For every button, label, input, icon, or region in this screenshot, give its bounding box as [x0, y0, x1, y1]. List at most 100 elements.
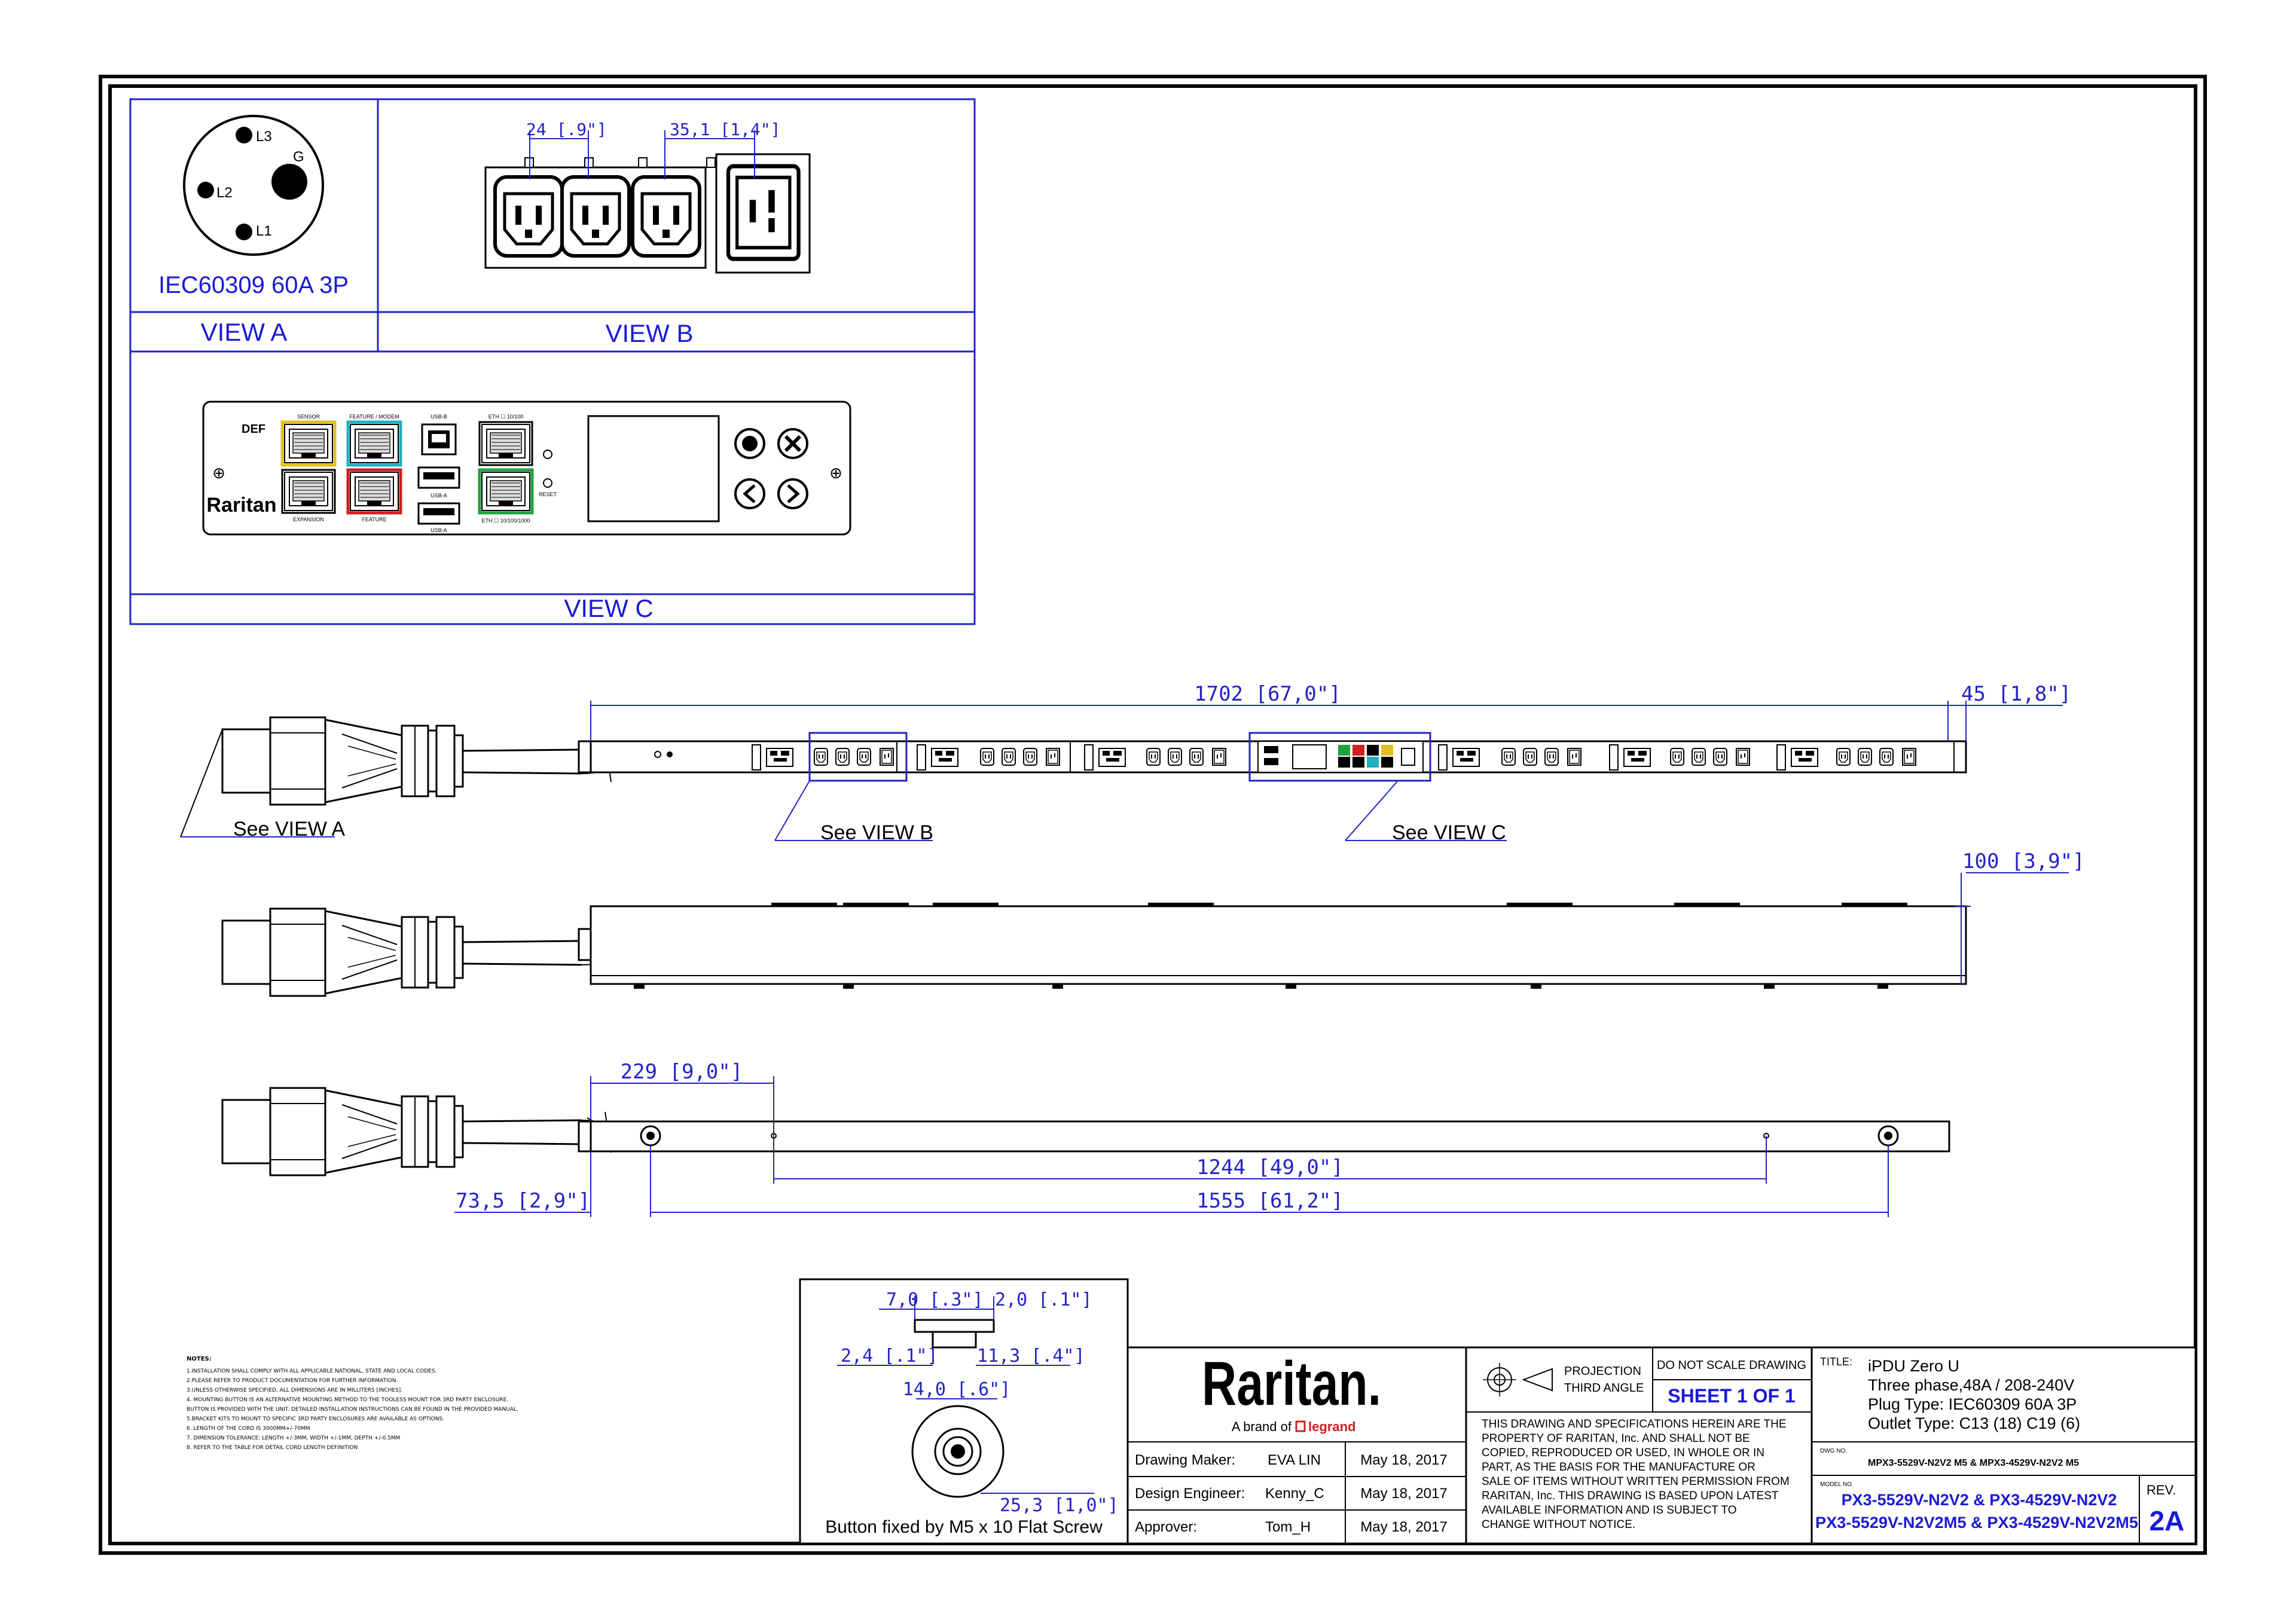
plug-face: [183, 115, 324, 256]
disclaimer-line: SALE OF ITEMS WITHOUT WRITTEN PERMISSION…: [1482, 1475, 1790, 1488]
usb-a-label-2: USB-A: [430, 527, 447, 533]
notes-heading: NOTES:: [187, 1356, 212, 1362]
status-tag: DEF: [242, 423, 265, 436]
dim-slot-pitch: 1244 [49,0"]: [1196, 1156, 1344, 1179]
dim-button-offset: 229 [9,0"]: [621, 1060, 743, 1084]
note-line: 3.UNLESS OTHERWISE SPECIFIED, ALL DIMENS…: [187, 1387, 402, 1393]
dim-button-pitch: 1555 [61,2"]: [1196, 1189, 1344, 1213]
disclaimer-line: AVAILABLE INFORMATION AND IS SUBJECT TO: [1482, 1504, 1737, 1517]
note-line: 5.BRACKET KITS TO MOUNT TO SPECIFIC 3RD …: [187, 1416, 444, 1422]
pin-label-l3: L3: [256, 129, 272, 145]
model-number-1: PX3-5529V-N2V2 & PX3-4529V-N2V2: [1842, 1491, 2117, 1509]
brand-name: legrand: [1308, 1419, 1355, 1434]
dim-end-offset: 73,5 [2,9"]: [456, 1189, 590, 1213]
design-engineer: Kenny_C: [1265, 1486, 1324, 1502]
usb-a-label: USB-A: [430, 493, 447, 499]
projection-line-2: THIRD ANGLE: [1564, 1381, 1644, 1395]
dim-button-side-a: 2,4 [.1"]: [841, 1346, 938, 1367]
see-view-c-callout: See VIEW C: [1392, 821, 1506, 844]
note-line: BUTTON IS PROVIDED WITH THE UNIT. DETAIL…: [187, 1407, 518, 1413]
do-not-scale: DO NOT SCALE DRAWING: [1657, 1359, 1806, 1372]
close-icon: [784, 435, 802, 453]
title-block: Raritan. A brand of legrand Drawing Make…: [1126, 1346, 2197, 1545]
reset-button: [543, 478, 552, 488]
note-line: 7. DIMENSION TOLERANCE: LENGTH +/-3MM, W…: [187, 1435, 400, 1441]
date-designed: May 18, 2017: [1360, 1486, 1447, 1502]
rev-value: 2A: [2150, 1505, 2185, 1536]
button-detail: 7,0 [.3"] 2,0 [.1"] 2,4 [.1"] 11,3 [.4"]…: [799, 1278, 1129, 1545]
plug-type-label: IEC60309 60A 3P: [158, 272, 349, 298]
dim-outlet-pitch: 24 [.9"]: [526, 120, 607, 139]
title-line: Three phase,48A / 208-240V: [1868, 1376, 2074, 1394]
title-label: TITLE:: [1820, 1356, 1852, 1368]
design-engineer-label: Design Engineer:: [1135, 1486, 1245, 1502]
dim-button-top-b: 2,0 [.1"]: [995, 1289, 1092, 1310]
disclaimer-line: COPIED, REPRODUCED OR USED, IN WHOLE OR …: [1482, 1447, 1764, 1459]
approver-label: Approver:: [1135, 1519, 1197, 1535]
side-view: 100 [3,9"]: [221, 849, 2085, 997]
view-c-label: VIEW C: [564, 594, 653, 622]
sheet-frame: [99, 75, 2207, 1555]
pdu-body-rear: [590, 1120, 1950, 1153]
pin-label-g: G: [293, 149, 304, 165]
see-view-a-callout: See VIEW A: [233, 818, 345, 840]
sheet-number: SHEET 1 OF 1: [1668, 1385, 1795, 1407]
drawing-maker: EVA LIN: [1268, 1452, 1321, 1468]
c13-outlet: [495, 177, 562, 256]
disclaimer-line: PART, AS THE BASIS FOR THE MANUFACTURE O…: [1482, 1461, 1755, 1474]
dim-width: 100 [3,9"]: [1962, 849, 2085, 873]
date-drawn: May 18, 2017: [1360, 1452, 1447, 1468]
front-view: See VIEW A: [180, 682, 2071, 844]
dwg-label: DWG NO.: [1820, 1448, 1847, 1454]
rear-view: 229 [9,0"] 1244 [49,0"] 73,5 [2,9"] 1555…: [221, 1060, 1950, 1217]
disclaimer-line: PROPERTY OF RARITAN, Inc. AND SHALL NOT …: [1482, 1432, 1750, 1445]
controller-logo: Raritan: [206, 494, 276, 516]
c13-outlet: [633, 177, 700, 256]
disclaimer-line: RARITAN, Inc. THIS DRAWING IS BASED UPON…: [1482, 1490, 1779, 1502]
feature-port-label: FEATURE: [362, 516, 386, 522]
reset-label: RESET: [539, 491, 557, 497]
views-panel: [129, 98, 976, 625]
note-line: 1.INSTALLATION SHALL COMPLY WITH ALL APP…: [187, 1368, 436, 1374]
chevron-right-icon: [787, 484, 800, 503]
view-c-highlight: [1248, 732, 1431, 782]
view-a-label: VIEW A: [201, 318, 288, 346]
model-label: MODEL NO.: [1820, 1481, 1854, 1488]
title-line: Plug Type: IEC60309 60A 3P: [1868, 1395, 2077, 1413]
disclaimer-line: THIS DRAWING AND SPECIFICATIONS HEREIN A…: [1482, 1418, 1787, 1431]
dim-length: 1702 [67,0"]: [1194, 682, 1341, 706]
usb-b-port: [421, 423, 457, 456]
sensor-port-label: SENSOR: [297, 414, 320, 420]
notes: NOTES: 1.INSTALLATION SHALL COMPLY WITH …: [187, 1356, 518, 1451]
dim-button-diameter: 14,0 [.6"]: [903, 1379, 1011, 1400]
title-logo: Raritan.: [1202, 1349, 1381, 1419]
c19-outlet: [728, 166, 799, 259]
view-b-label: VIEW B: [605, 319, 693, 347]
model-number-2: PX3-5529V-N2V2M5 & PX3-4529V-N2V2M5: [1815, 1514, 2138, 1532]
disclaimer-line: CHANGE WITHOUT NOTICE.: [1482, 1518, 1635, 1531]
date-approved: May 18, 2017: [1360, 1519, 1447, 1535]
pdu-body-side: [590, 905, 1967, 985]
note-line: 2.PLEASE REFER TO PRODUCT DOCUMENTATION …: [187, 1378, 398, 1384]
left-button: [734, 478, 765, 509]
view-c: ⊕ ⊕ DEF Raritan SENSOR FEATURE / MODEM E…: [202, 401, 851, 622]
see-view-b-callout: See VIEW B: [820, 821, 933, 844]
note-line: 6. LENGTH OF THE CORD IS 3000MM+/-70MM: [187, 1426, 310, 1432]
svg-text:⊕: ⊕: [212, 464, 225, 482]
view-b: 24 [.9"] 35,1 [1,4"] VIEW B: [484, 120, 811, 347]
rev-label: REV.: [2147, 1483, 2176, 1497]
sheet-inner-frame: [108, 84, 2197, 1545]
chevron-left-icon: [743, 484, 756, 503]
approver: Tom_H: [1265, 1519, 1311, 1535]
svg-text:⊕: ⊕: [829, 464, 842, 482]
note-line: 8. REFER TO THE TABLE FOR DETAIL CORD LE…: [187, 1445, 358, 1451]
dim-c19-offset: 35,1 [1,4"]: [670, 120, 780, 139]
eth-top-label: ETH ☐ 10/100: [488, 414, 524, 420]
view-a: L3 G L2 L1 IEC60309 60A 3P VIEW A: [158, 115, 349, 346]
expansion-port-label: EXPANSION: [293, 516, 324, 522]
usb-b-label: USB-B: [430, 414, 447, 420]
title-line: iPDU Zero U: [1868, 1357, 1959, 1375]
dim-depth: 45 [1,8"]: [1961, 682, 2071, 706]
right-button: [777, 478, 808, 509]
